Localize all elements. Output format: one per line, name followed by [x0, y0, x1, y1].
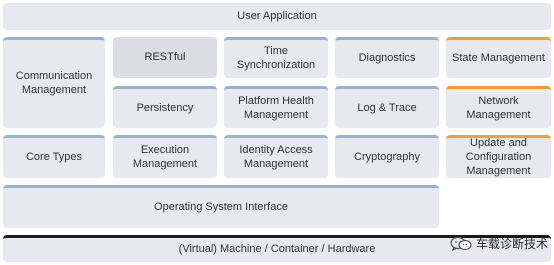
time-synchronization-label: Time Synchronization [236, 45, 316, 71]
execution-management-label: Execution Management [132, 144, 198, 170]
operating-system-interface-label: Operating System Interface [154, 201, 288, 214]
user-application-label: User Application [237, 9, 317, 22]
wechat-icon [450, 236, 472, 251]
cryptography-box: Cryptography [335, 135, 439, 178]
core-types-box: Core Types [3, 135, 105, 178]
network-management-label: Network Management [466, 94, 531, 121]
hardware-layer-box: (Virtual) Machine / Container / Hardware [3, 235, 551, 262]
watermark-text: 车载诊断技术 [475, 237, 548, 251]
operating-system-interface-box: Operating System Interface [3, 185, 439, 228]
network-management-box: Network Management [446, 86, 551, 128]
identity-access-management-box: Identity Access Management [224, 135, 328, 178]
persistency-label: Persistency [136, 101, 194, 114]
core-types-label: Core Types [25, 151, 83, 164]
update-configuration-management-box: Update and Configuration Management [446, 135, 551, 178]
identity-access-management-label: Identity Access Management [239, 144, 313, 170]
state-management-box: State Management [446, 37, 551, 78]
persistency-box: Persistency [113, 86, 217, 128]
restful-box: RESTful [113, 37, 217, 78]
hardware-layer-label: (Virtual) Machine / Container / Hardware [178, 243, 376, 256]
update-configuration-management-label: Update and Configuration Management [465, 137, 532, 177]
watermark: 车载诊断技术 [450, 235, 548, 252]
diagnostics-label: Diagnostics [358, 52, 416, 65]
diagnostics-box: Diagnostics [335, 37, 439, 78]
cryptography-label: Cryptography [353, 151, 421, 164]
user-application-box: User Application [3, 3, 551, 30]
execution-management-box: Execution Management [113, 135, 217, 178]
log-trace-label: Log & Trace [357, 101, 417, 114]
time-synchronization-box: Time Synchronization [224, 37, 328, 78]
communication-management-box: Communication Management [3, 37, 105, 128]
state-management-label: State Management [452, 52, 545, 65]
platform-health-management-box: Platform Health Management [224, 86, 328, 128]
log-trace-box: Log & Trace [335, 86, 439, 128]
restful-label: RESTful [144, 50, 186, 63]
platform-health-management-label: Platform Health Management [238, 94, 314, 121]
communication-management-label: Communication Management [15, 70, 93, 96]
